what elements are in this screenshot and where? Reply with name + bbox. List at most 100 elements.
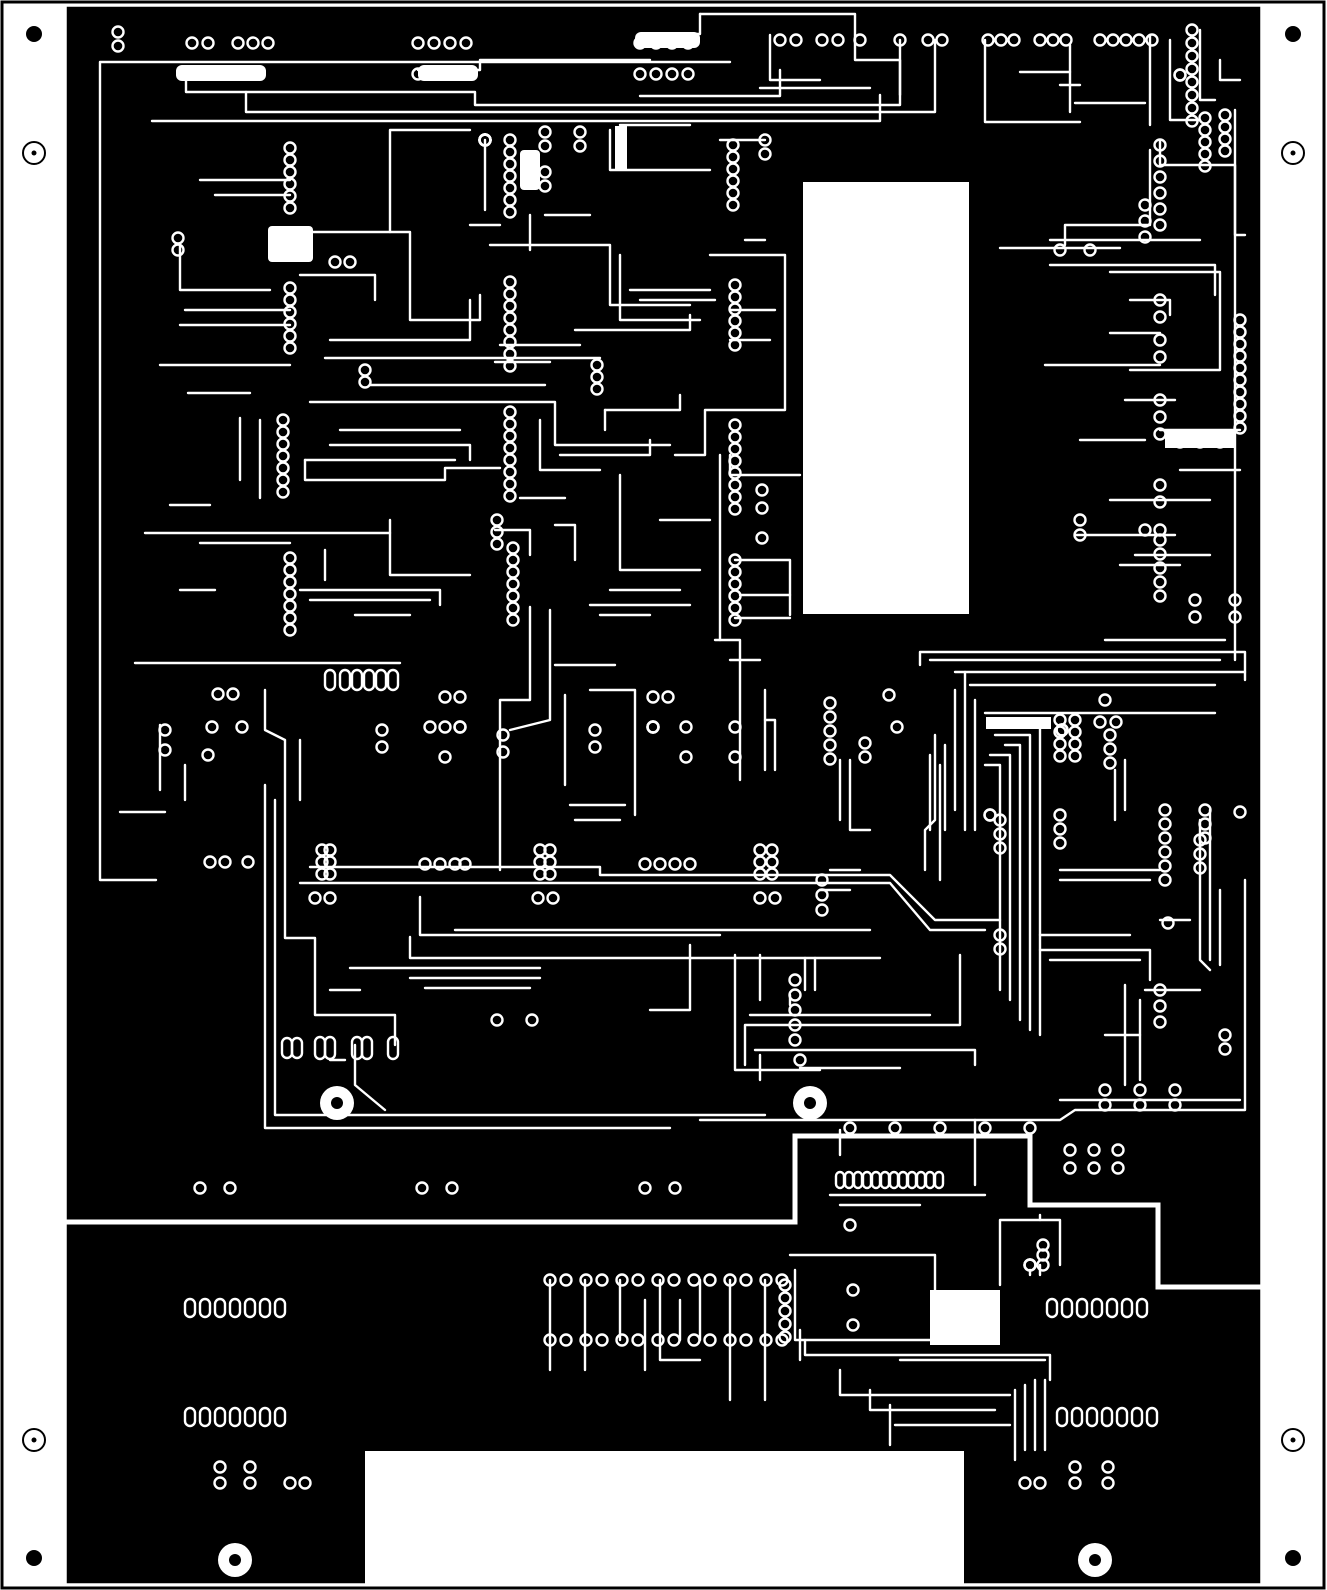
pad <box>667 1333 681 1347</box>
pad <box>631 1273 645 1287</box>
pad <box>1198 803 1212 817</box>
pad <box>1063 1161 1077 1175</box>
pad <box>1153 1015 1167 1029</box>
pad <box>683 857 697 871</box>
pad <box>1153 218 1167 232</box>
pad <box>503 205 517 219</box>
pad <box>1023 1121 1037 1135</box>
pad <box>1158 831 1172 845</box>
pad <box>1103 728 1117 742</box>
pad <box>1090 1297 1104 1319</box>
pad <box>1173 68 1187 82</box>
pad <box>111 39 125 53</box>
pad <box>1053 243 1067 257</box>
pad <box>1185 101 1199 115</box>
pad <box>273 1297 287 1319</box>
pad <box>453 720 467 734</box>
pad <box>283 1476 297 1490</box>
pad <box>1023 1258 1037 1272</box>
pad <box>538 125 552 139</box>
pad <box>276 485 290 499</box>
pad <box>858 750 872 764</box>
pad <box>1233 421 1247 435</box>
pad <box>933 1170 945 1190</box>
pad <box>875 571 885 589</box>
pad <box>918 224 930 236</box>
pad <box>258 1297 272 1319</box>
pad <box>374 668 388 692</box>
pad <box>496 745 510 759</box>
pad <box>824 360 836 372</box>
pad <box>728 750 742 764</box>
pad <box>308 891 322 905</box>
pad <box>198 1297 212 1319</box>
pad <box>1093 33 1107 47</box>
pad <box>633 67 647 81</box>
pad <box>261 36 275 50</box>
pad <box>438 690 452 704</box>
pad <box>350 668 364 692</box>
pad <box>1087 1161 1101 1175</box>
pad <box>588 723 602 737</box>
pad <box>918 368 930 380</box>
pad <box>755 531 769 545</box>
pad <box>243 1476 257 1490</box>
pad <box>1198 817 1212 831</box>
pad <box>559 1273 573 1287</box>
pad <box>1068 749 1082 763</box>
pad <box>981 33 995 47</box>
pad <box>503 489 517 503</box>
pad <box>158 723 172 737</box>
pad <box>824 504 836 516</box>
pad <box>595 1273 609 1287</box>
pad <box>823 724 837 738</box>
pad <box>1193 833 1207 847</box>
pad <box>1068 1476 1082 1490</box>
pad <box>201 36 215 50</box>
pad <box>1115 1406 1129 1428</box>
pad <box>1101 1476 1115 1490</box>
pad <box>890 720 904 734</box>
pad <box>1120 1297 1134 1319</box>
pad <box>1053 822 1067 836</box>
pad <box>573 125 587 139</box>
pad <box>778 1330 792 1344</box>
pad <box>358 375 372 389</box>
pad <box>453 690 467 704</box>
right-mounting-strip <box>1281 26 1305 1566</box>
pad <box>846 1283 860 1297</box>
pad <box>283 623 297 637</box>
pad <box>1119 33 1133 47</box>
pad <box>902 571 912 589</box>
pad <box>1135 1297 1149 1319</box>
pad <box>211 687 225 701</box>
pad <box>496 728 510 742</box>
pad <box>1188 610 1202 624</box>
pad <box>1153 202 1167 216</box>
pad <box>866 571 876 589</box>
pad <box>290 1036 304 1060</box>
pad <box>1153 523 1167 537</box>
pad <box>1153 350 1167 364</box>
pad <box>884 571 894 589</box>
pad <box>668 857 682 871</box>
pad <box>1060 1297 1074 1319</box>
pad <box>1101 1460 1115 1474</box>
pad <box>638 857 652 871</box>
pad <box>1153 410 1167 424</box>
pad <box>226 687 240 701</box>
pad <box>1158 845 1172 859</box>
pad <box>1098 1098 1112 1112</box>
pad <box>323 1035 337 1061</box>
pad <box>243 1297 257 1319</box>
pad <box>933 1121 947 1135</box>
pad <box>1185 23 1199 37</box>
pad <box>203 855 217 869</box>
pad <box>918 260 930 272</box>
pad <box>775 1333 789 1347</box>
pad <box>815 873 829 887</box>
pad <box>918 476 930 488</box>
pad <box>546 891 560 905</box>
